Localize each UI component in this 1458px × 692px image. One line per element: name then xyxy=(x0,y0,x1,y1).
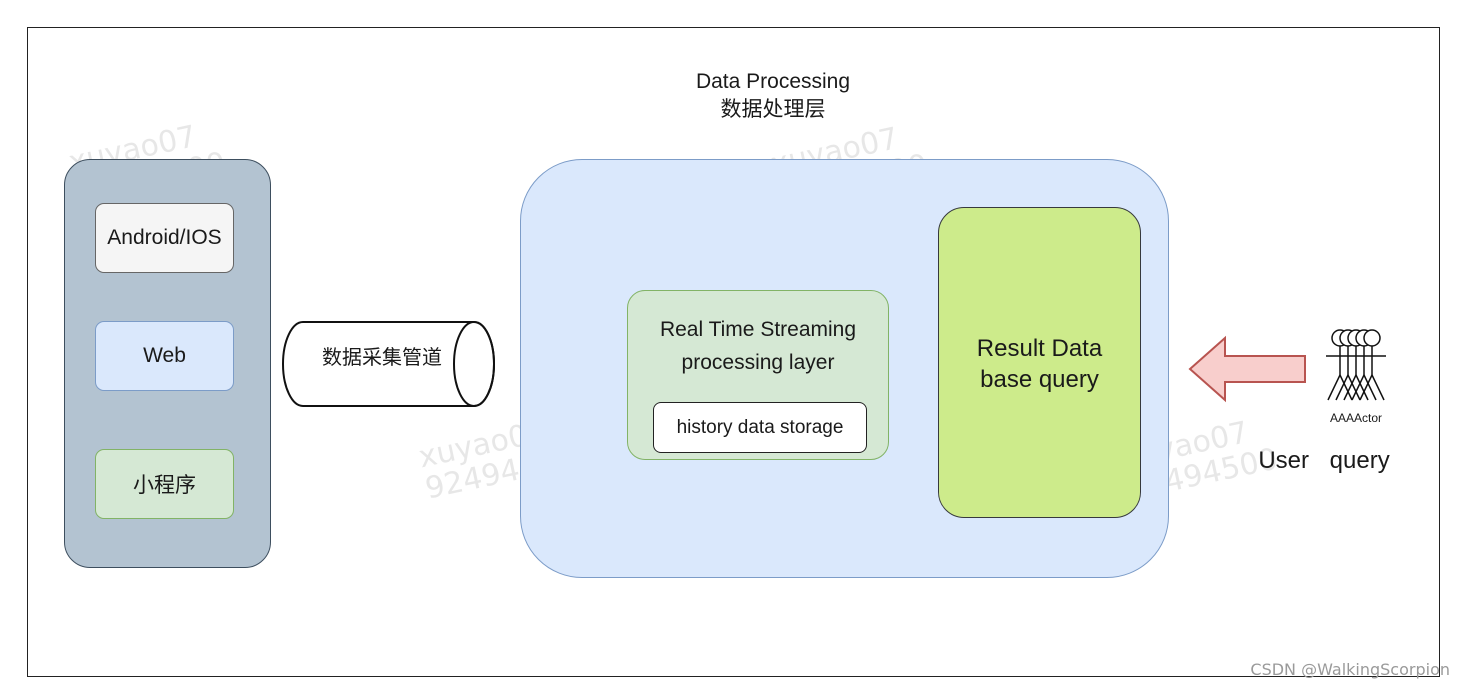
mini-program-box: 小程序 xyxy=(95,449,234,519)
processing-layer-title: Data Processing 数据处理层 xyxy=(620,68,926,124)
query-arrow xyxy=(1188,335,1306,403)
diagram-frame xyxy=(27,27,1440,677)
streaming-layer-label: Real Time Streaming processing layer xyxy=(627,313,889,379)
result-query-label: Result Data base query xyxy=(938,333,1141,395)
mini-program-label: 小程序 xyxy=(133,474,196,497)
web-box: Web xyxy=(95,321,234,391)
actor-name: AAAActor xyxy=(1329,411,1383,425)
web-label: Web xyxy=(143,344,186,367)
streaming-label-line-1: Real Time Streaming xyxy=(659,318,857,341)
android-ios-label: Android/IOS xyxy=(107,226,222,249)
user-query-label: User query xyxy=(1258,447,1390,474)
result-label-line-2: base query xyxy=(980,366,1099,393)
title-line-1: Data Processing xyxy=(695,70,851,93)
android-ios-box: Android/IOS xyxy=(95,203,234,273)
pipeline-cylinder xyxy=(282,321,495,407)
actor-icon xyxy=(1326,329,1386,401)
result-label-line-1: Result Data xyxy=(976,335,1103,362)
history-storage-label: history data storage xyxy=(676,416,844,438)
streaming-label-line-2: processing layer xyxy=(681,351,835,374)
pipeline-label: 数据采集管道 xyxy=(322,347,442,369)
credit-watermark: CSDN @WalkingScorpion xyxy=(1250,660,1450,679)
history-storage-box: history data storage xyxy=(653,402,867,453)
result-query-box xyxy=(938,207,1141,518)
title-line-2: 数据处理层 xyxy=(720,98,826,121)
